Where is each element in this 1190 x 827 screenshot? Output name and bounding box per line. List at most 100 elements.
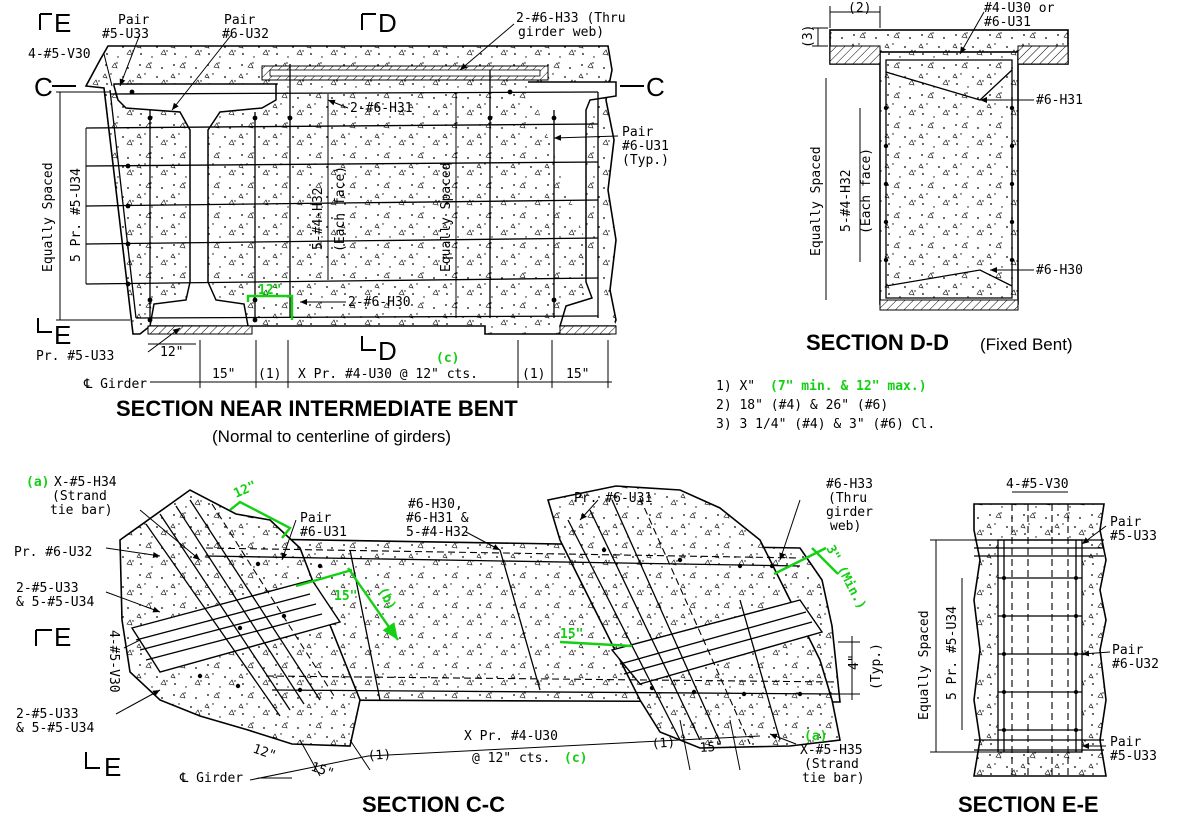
label-5pr-u34: 5 Pr. #5-U34 — [69, 168, 84, 262]
cc-label-pr-u32: Pr. #6-U32 — [14, 545, 92, 560]
cc-dim-4: 4" — [847, 654, 862, 670]
section-intermediate-subtitle: (Normal to centerline of girders) — [212, 427, 451, 446]
cc-label-h30-b: #6-H31 & — [406, 511, 469, 526]
dd-dim-2: (2) — [848, 1, 871, 16]
section-intermediate-bent: E E C C D D 4-#5-V30 Pair #5-U33 Pair #6… — [28, 8, 669, 446]
cc-dim-1-b: (1) — [651, 735, 675, 752]
cc-right-stirrups — [567, 497, 813, 745]
ee-label-pair-u32-b: #6-U32 — [1112, 657, 1159, 672]
cut-label-c-right: C — [646, 72, 665, 102]
label-cl-girder: ℄ Girder — [83, 377, 147, 392]
section-dd-subtitle: (Fixed Bent) — [980, 335, 1073, 354]
dim-12-green: 12" — [258, 283, 281, 298]
cc-label-h30-a: #6-H30, — [408, 497, 463, 512]
label-pair-u33-a: Pair — [118, 13, 149, 28]
cc-dim-12-green: 12" — [232, 478, 260, 501]
cut-label-c-left: C — [34, 72, 53, 102]
label-eq-spaced-mid: Equally Spaced — [439, 162, 454, 272]
label-h32-a: 5-#4-H32 — [311, 187, 326, 250]
label-pair-u32-a: Pair — [224, 13, 255, 28]
cc-dim-15-green-b: 15" — [560, 627, 583, 642]
ee-bars — [974, 504, 1104, 776]
dd-web — [879, 51, 1019, 305]
ee-label-pair-u33-b: #5-U33 — [1110, 529, 1157, 544]
cc-dim-15-d: 15" — [699, 739, 723, 756]
cc-note-a1: (a) — [26, 475, 49, 490]
bar-dots — [125, 89, 557, 323]
dd-label-h32-a: 5-#4-H32 — [839, 169, 854, 232]
cc-label-cts: @ 12" cts. — [472, 751, 550, 766]
cc-leaders — [105, 499, 801, 779]
cut-label-e-bottom: E — [54, 320, 71, 350]
dd-stirrup — [885, 59, 1013, 299]
bottom-pad — [147, 325, 253, 335]
cc-dim-3-min: 3" (Min.) — [822, 543, 868, 612]
ee-label-pair-u32-a: Pair — [1112, 643, 1143, 658]
section-dd-title: SECTION D-D — [806, 330, 949, 355]
ee-label-v30: 4-#5-V30 — [1006, 477, 1069, 492]
cut-d-top-marker — [361, 13, 376, 30]
cc-label-u33-b: 2-#5-U33 — [16, 707, 79, 722]
ee-label-5pr-u34: 5 Pr. #5-U34 — [945, 606, 960, 700]
ee-label-pair-u33-a: Pair — [1110, 515, 1141, 530]
cc-label-x-pr: X Pr. #4-U30 — [464, 729, 558, 744]
label-pr-u33: Pr. #5-U33 — [36, 349, 114, 364]
section-dd: (2) (3) #4-U30 or #6-U31 #6-H31 Equally … — [801, 1, 1083, 355]
cut-label-d-bottom: D — [378, 336, 397, 366]
cc-note-a2: (a) — [804, 729, 827, 744]
note-1-a: 1) X" — [716, 379, 755, 394]
dim-1-right: (1) — [522, 367, 545, 382]
cut-d-bottom-marker — [361, 336, 376, 351]
cc-dim-12: 12" — [251, 742, 278, 764]
cc-cut-e-top: E — [54, 622, 71, 652]
cc-label-u34-a: & 5-#5-U34 — [16, 595, 94, 610]
section-ee-title: SECTION E-E — [958, 792, 1099, 817]
cc-label-h33-a: #6-H33 — [826, 477, 873, 492]
cc-dim-typ: (Typ.) — [869, 643, 884, 690]
cc-label-h34-a: X-#5-H34 — [54, 475, 117, 490]
cc-dim-1-a: (1) — [367, 747, 391, 764]
label-4-5-v30: 4-#5-V30 — [28, 47, 91, 62]
dim-12-green-mark — [246, 294, 294, 320]
cc-label-h33-d: web) — [830, 519, 861, 534]
cc-label-cl-girder: ℄ Girder — [179, 771, 243, 786]
dd-label-h32-b: (Each face) — [859, 148, 874, 234]
horizontal-bars — [85, 91, 599, 319]
ee-label-eq-spaced: Equally Spaced — [917, 610, 932, 720]
section-cc-title: SECTION C-C — [362, 792, 505, 817]
cc-cut-e-bottom: E — [104, 752, 121, 782]
vertical-stirrups — [109, 64, 599, 319]
note-c: (c) — [436, 351, 459, 366]
dim-12-bottom: 12" — [160, 345, 183, 360]
label-h32-b: (Each face) — [333, 166, 348, 252]
note-2: 2) 18" (#4) & 26" (#6) — [716, 398, 888, 413]
cc-dim-15-green-a: 15" — [334, 589, 357, 604]
bent-cap-concrete — [84, 45, 617, 335]
label-h30: 2-#6-H30 — [348, 295, 411, 310]
cc-label-h35-b: (Strand — [804, 757, 859, 772]
cc-label-h33-c: girder — [826, 505, 873, 520]
cut-label-e-top: E — [54, 8, 71, 38]
cut-e-bottom-marker — [37, 318, 52, 333]
cc-label-h30-c: 5-#4-H32 — [406, 525, 469, 540]
cut-label-d-top: D — [378, 8, 397, 38]
label-h31: 2-#6-H31 — [350, 101, 413, 116]
dd-label-u30-a: #4-U30 or — [984, 1, 1055, 16]
ee-label-pair-u33b-a: Pair — [1110, 735, 1141, 750]
label-h33-a: 2-#6-H33 (Thru — [516, 11, 626, 26]
cc-dots — [197, 547, 803, 697]
cc-left-stirrups — [135, 499, 335, 717]
ee-label-pair-u33b-b: #5-U33 — [1110, 749, 1157, 764]
label-pair-u33-b: #5-U33 — [102, 27, 149, 42]
label-h33-b: girder web) — [518, 25, 604, 40]
cc-label-h33-b: (Thru — [828, 491, 867, 506]
note-1-b: (7" min. & 12" max.) — [770, 379, 927, 394]
ee-core — [997, 539, 1083, 753]
note-3: 3) 3 1/4" (#4) & 3" (#6) Cl. — [716, 417, 935, 432]
dd-dim-3: (3) — [801, 25, 816, 48]
bottom-dimension-chain — [148, 340, 612, 388]
cc-note-c: (c) — [564, 751, 587, 766]
cc-label-pair-u31-a: Pair — [300, 511, 331, 526]
leaders — [103, 23, 619, 353]
